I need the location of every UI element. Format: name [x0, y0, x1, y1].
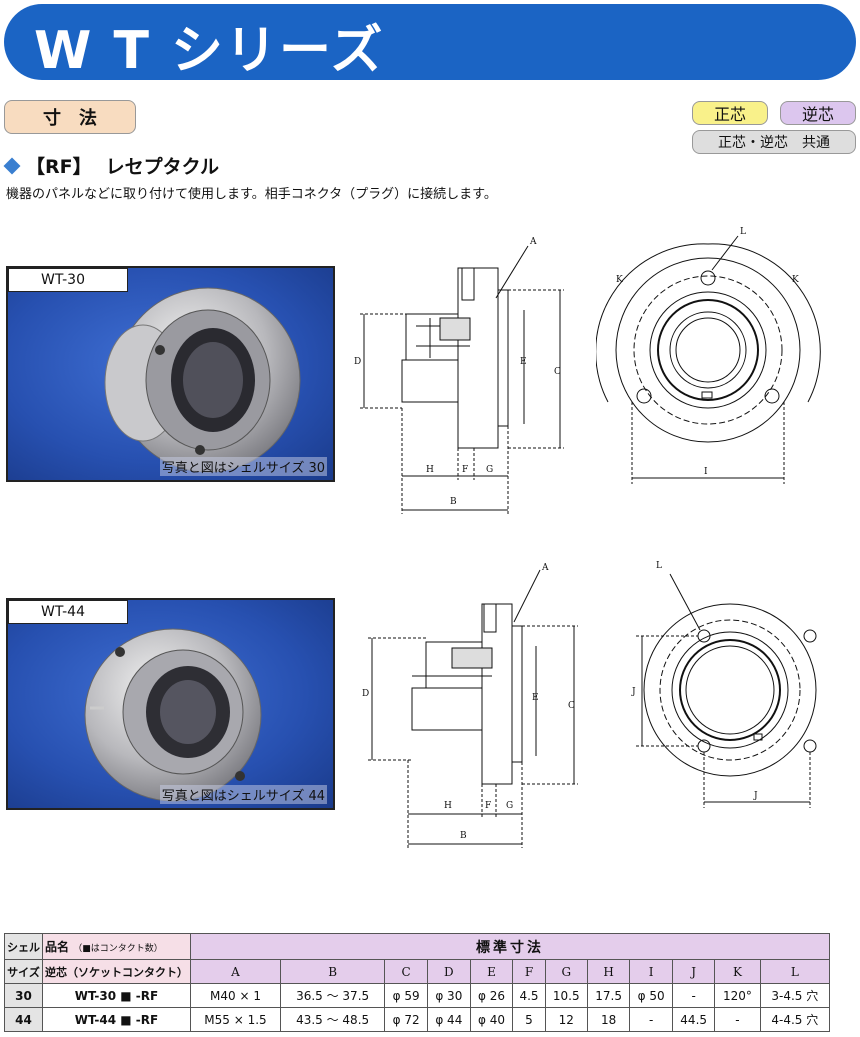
- dim-label-d: D: [354, 357, 361, 367]
- dim-header: A: [190, 959, 281, 984]
- dim-label-l: L: [740, 227, 746, 237]
- dim-label-c: C: [568, 701, 575, 711]
- cell-value: -: [714, 1007, 761, 1032]
- dim-header: I: [629, 959, 673, 984]
- cell-value: φ 44: [426, 1007, 471, 1032]
- cell-value: φ 72: [384, 1007, 428, 1032]
- photo-label: WT-44: [8, 600, 128, 624]
- cell-value: M55 × 1.5: [190, 1007, 281, 1032]
- cell-value: 4-4.5 穴: [759, 1007, 831, 1032]
- cell-value: φ 59: [384, 983, 428, 1008]
- cell-value: 5: [512, 1007, 546, 1032]
- photo-caption: 写真と図はシェルサイズ 30: [159, 457, 327, 476]
- dim-label-a: A: [541, 563, 549, 573]
- section-heading: 【RF】 レセプタクル: [3, 152, 220, 179]
- front-view-drawing-wt44: L J J: [631, 561, 817, 808]
- cell-value: 12: [544, 1007, 588, 1032]
- cell-value: 3-4.5 穴: [759, 983, 831, 1008]
- dim-label-e: E: [520, 357, 527, 367]
- header-shell-1: シェル: [4, 933, 43, 960]
- dim-label-h: H: [444, 801, 452, 811]
- dim-header: L: [759, 959, 831, 984]
- cell-value: 10.5: [544, 983, 588, 1008]
- cell-value: -: [671, 983, 716, 1008]
- heading-rf: 【RF】: [26, 156, 92, 178]
- dim-header: D: [426, 959, 471, 984]
- dim-label-c: C: [554, 367, 561, 377]
- cell-value: φ 30: [426, 983, 471, 1008]
- cell-value: M40 × 1: [190, 983, 281, 1008]
- front-view-drawing-wt30: L K K I: [596, 227, 821, 484]
- series-banner: W T シリーズ: [4, 4, 856, 81]
- cell-shell: 30: [4, 983, 43, 1008]
- dim-label-h: H: [426, 465, 434, 475]
- dim-label-e: E: [532, 693, 539, 703]
- dim-label-g: G: [486, 465, 493, 475]
- header-name-text: 品名: [45, 940, 70, 954]
- dim-label-f: F: [462, 465, 468, 475]
- header-standard: 標準寸法: [190, 933, 830, 960]
- dim-label-k: K: [792, 275, 799, 285]
- heading-name: レセプタクル: [105, 156, 220, 178]
- dim-label-d: D: [362, 689, 369, 699]
- cell-value: 4.5: [512, 983, 546, 1008]
- header-shell-2: サイズ: [4, 959, 43, 984]
- diamond-bullet-icon: [3, 157, 21, 174]
- gyakushin-tag: 逆芯: [780, 101, 856, 125]
- table-row: 44 WT-44 ■ -RF M55 × 1.5 43.5 ～ 48.5 φ 7…: [4, 1007, 831, 1032]
- dim-header: C: [384, 959, 428, 984]
- dim-header: B: [279, 959, 386, 984]
- dim-label-b: B: [460, 831, 467, 841]
- cell-value: 43.5 ～ 48.5: [279, 1007, 386, 1032]
- cell-value: 44.5: [671, 1007, 716, 1032]
- dim-header: K: [714, 959, 761, 984]
- cell-value: 18: [586, 1007, 631, 1032]
- cell-value: 120°: [714, 983, 761, 1008]
- product-photo-wt44: WT-44 写真と図はシェルサイズ 44: [6, 598, 335, 810]
- photo-label: WT-30: [8, 268, 128, 292]
- cell-name: WT-44 ■ -RF: [42, 1007, 191, 1032]
- cell-shell: 44: [4, 1007, 43, 1032]
- cell-value: 36.5 ～ 37.5: [279, 983, 386, 1008]
- dim-label-f: F: [485, 801, 491, 811]
- dim-label-k: K: [616, 275, 623, 285]
- dimensions-tag: 寸法: [4, 100, 136, 134]
- cell-value: φ 26: [469, 983, 514, 1008]
- dim-label-g: G: [506, 801, 513, 811]
- header-name-note: （■はコンタクト数）: [73, 944, 163, 954]
- connector-illustration: [104, 287, 301, 473]
- dim-label-a: A: [529, 237, 537, 247]
- dim-header: G: [544, 959, 588, 984]
- dim-header: F: [512, 959, 546, 984]
- dim-label-l: L: [656, 561, 662, 571]
- cell-value: -: [629, 1007, 673, 1032]
- dim-label-j: J: [753, 791, 758, 801]
- cell-value: 17.5: [586, 983, 631, 1008]
- spec-table: シェル 品名 （■はコンタクト数） 標準寸法 サイズ 逆芯（ソケットコンタクト）…: [4, 933, 831, 1032]
- connector-illustration: [84, 628, 262, 802]
- section-description: 機器のパネルなどに取り付けて使用します。相手コネクタ（プラグ）に接続します。: [6, 187, 497, 202]
- dim-label-j: J: [631, 687, 636, 697]
- dim-header: H: [586, 959, 631, 984]
- dim-label-b: B: [450, 497, 457, 507]
- banner-title: W T シリーズ: [34, 21, 385, 81]
- common-tag: 正芯・逆芯 共通: [692, 130, 856, 154]
- side-view-drawing-wt30: A B C D E F G H: [354, 237, 564, 514]
- cell-name: WT-30 ■ -RF: [42, 983, 191, 1008]
- cell-value: φ 40: [469, 1007, 514, 1032]
- table-row: 30 WT-30 ■ -RF M40 × 1 36.5 ～ 37.5 φ 59 …: [4, 983, 831, 1008]
- cell-value: φ 50: [629, 983, 673, 1008]
- dim-label-i: I: [704, 467, 708, 477]
- header-name-sub: 逆芯（ソケットコンタクト）: [42, 959, 191, 984]
- dim-header: J: [671, 959, 716, 984]
- dim-header: E: [469, 959, 514, 984]
- header-name: 品名 （■はコンタクト数）: [42, 933, 191, 960]
- seishin-tag: 正芯: [692, 101, 768, 125]
- product-photo-wt30: WT-30 写真と図はシェルサイズ 30: [6, 266, 335, 482]
- photo-caption: 写真と図はシェルサイズ 44: [159, 785, 327, 804]
- side-view-drawing-wt44: A B C D E F G H: [362, 563, 578, 848]
